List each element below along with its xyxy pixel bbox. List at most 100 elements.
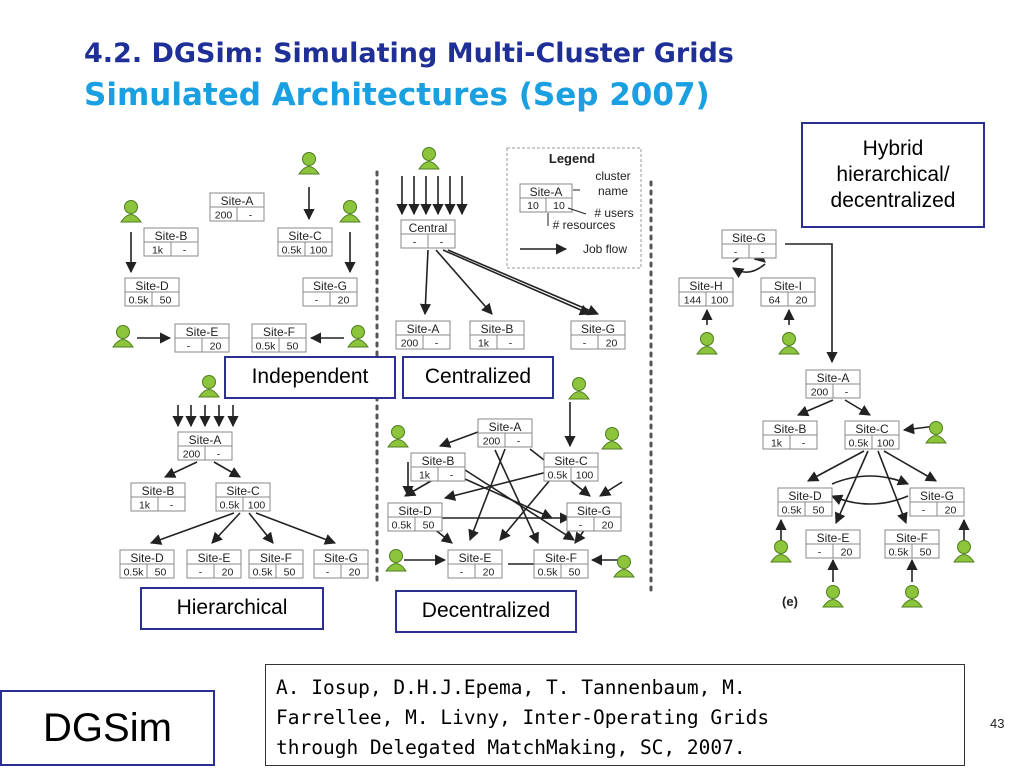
caption-hierarchical: Hierarchical xyxy=(140,587,324,630)
panel-tag: (e) xyxy=(782,594,798,609)
legend-label: name xyxy=(598,184,628,198)
site-node-resources: 50 xyxy=(569,567,581,579)
site-node-resources: - xyxy=(217,449,221,461)
site-node-users: - xyxy=(315,295,319,307)
site-node-users: 200 xyxy=(215,210,233,222)
site-node-name: Site-B xyxy=(774,422,807,436)
user-icon xyxy=(298,152,320,175)
site-node-users: 1k xyxy=(771,438,783,450)
job-flow-arrow xyxy=(796,399,834,417)
site-node-name: Site-D xyxy=(130,551,164,565)
site-node-resources: 20 xyxy=(222,567,234,579)
site-node-resources: 20 xyxy=(210,341,222,353)
user-icon xyxy=(418,147,440,170)
site-node-users: 0.5k xyxy=(889,547,910,559)
job-flow-arrow xyxy=(435,249,493,315)
site-node-users: - xyxy=(583,338,587,350)
job-flow-arrow xyxy=(834,450,869,525)
reference-line: Farrellee, M. Livny, Inter-Operating Gri… xyxy=(276,706,770,729)
job-flow-arrow xyxy=(732,263,766,279)
job-flow-arrow xyxy=(883,450,937,482)
site-node-users: 0.5k xyxy=(392,520,413,532)
site-node-name: Site-G xyxy=(324,551,358,565)
job-flow-arrow xyxy=(461,467,575,541)
site-node: Site-G-- xyxy=(721,229,777,259)
site-node-users: - xyxy=(922,505,926,517)
site-node-resources: - xyxy=(435,338,439,350)
site-node-name: Site-G xyxy=(313,279,347,293)
site-node-name: Site-G xyxy=(732,231,766,245)
site-node-resources: - xyxy=(183,245,187,257)
site-node-name: Site-F xyxy=(545,551,577,565)
job-flow-arrow xyxy=(248,512,274,544)
site-node-users: - xyxy=(199,567,203,579)
job-flow-arrow xyxy=(844,399,871,416)
site-node-name: Site-B xyxy=(142,484,175,498)
job-flow-arrow xyxy=(599,481,623,497)
site-node: Central-- xyxy=(400,219,456,249)
site-node-name: Site-C xyxy=(226,484,260,498)
job-flow-arrow xyxy=(830,494,909,506)
site-node-users: 200 xyxy=(401,338,419,350)
user-icon xyxy=(120,200,142,223)
site-node-users: 0.5k xyxy=(220,500,241,512)
job-flow-arrow xyxy=(211,512,241,544)
site-node-resources: 50 xyxy=(160,295,172,307)
site-node-resources: 20 xyxy=(483,567,495,579)
job-flow-arrow xyxy=(149,512,235,545)
user-icon xyxy=(339,200,361,223)
job-flow-arrow xyxy=(213,461,241,478)
job-flow-arrow xyxy=(443,467,564,501)
site-node-users: 200 xyxy=(183,449,201,461)
site-node-resources: - xyxy=(845,387,849,399)
legend-label: # resources xyxy=(553,218,616,232)
site-node: Site-B1k- xyxy=(130,482,186,512)
site-node-users: - xyxy=(734,247,738,259)
user-icon xyxy=(387,425,409,448)
job-flow-arrow xyxy=(255,512,337,545)
site-node: Site-G-20 xyxy=(570,320,626,350)
site-node-users: 0.5k xyxy=(129,295,150,307)
site-node: Site-B1k- xyxy=(762,420,818,450)
site-node-name: Site-D xyxy=(788,489,822,503)
site-node-name: Site-A xyxy=(817,371,850,385)
site-node-name: Site-H xyxy=(689,279,722,293)
site-node-resources: 20 xyxy=(945,505,957,517)
site-node-users: 0.5k xyxy=(256,341,277,353)
site-node-resources: 100 xyxy=(711,295,729,307)
site-node: Site-G-20 xyxy=(909,487,965,517)
site-node-users: 0.5k xyxy=(548,470,569,482)
site-node: Site-B1k- xyxy=(143,227,199,257)
caption-hybrid-line: hierarchical/ xyxy=(836,162,950,186)
site-node-name: Site-F xyxy=(260,551,292,565)
page-number: 43 xyxy=(990,716,1005,731)
site-node-users: 0.5k xyxy=(849,438,870,450)
user-icon xyxy=(198,375,220,398)
site-node-name: Site-E xyxy=(186,325,219,339)
site-node-name: Site-A xyxy=(221,194,254,208)
site-node-name: Site-C xyxy=(288,229,322,243)
job-flow-arrow xyxy=(163,461,198,478)
reference-line: A. Iosup, D.H.J.Epema, T. Tannenbaum, M. xyxy=(276,676,746,699)
site-node: Site-G-20 xyxy=(313,549,369,579)
site-node-name: Site-G xyxy=(577,504,611,518)
site-node-resources: 20 xyxy=(841,547,853,559)
site-node-users: - xyxy=(413,237,417,249)
site-node-resources: 100 xyxy=(310,245,328,257)
site-node-resources: - xyxy=(440,237,444,249)
site-node: Site-G-20 xyxy=(566,502,622,532)
job-flow-arrow xyxy=(831,474,910,486)
site-node-resources: 50 xyxy=(920,547,932,559)
